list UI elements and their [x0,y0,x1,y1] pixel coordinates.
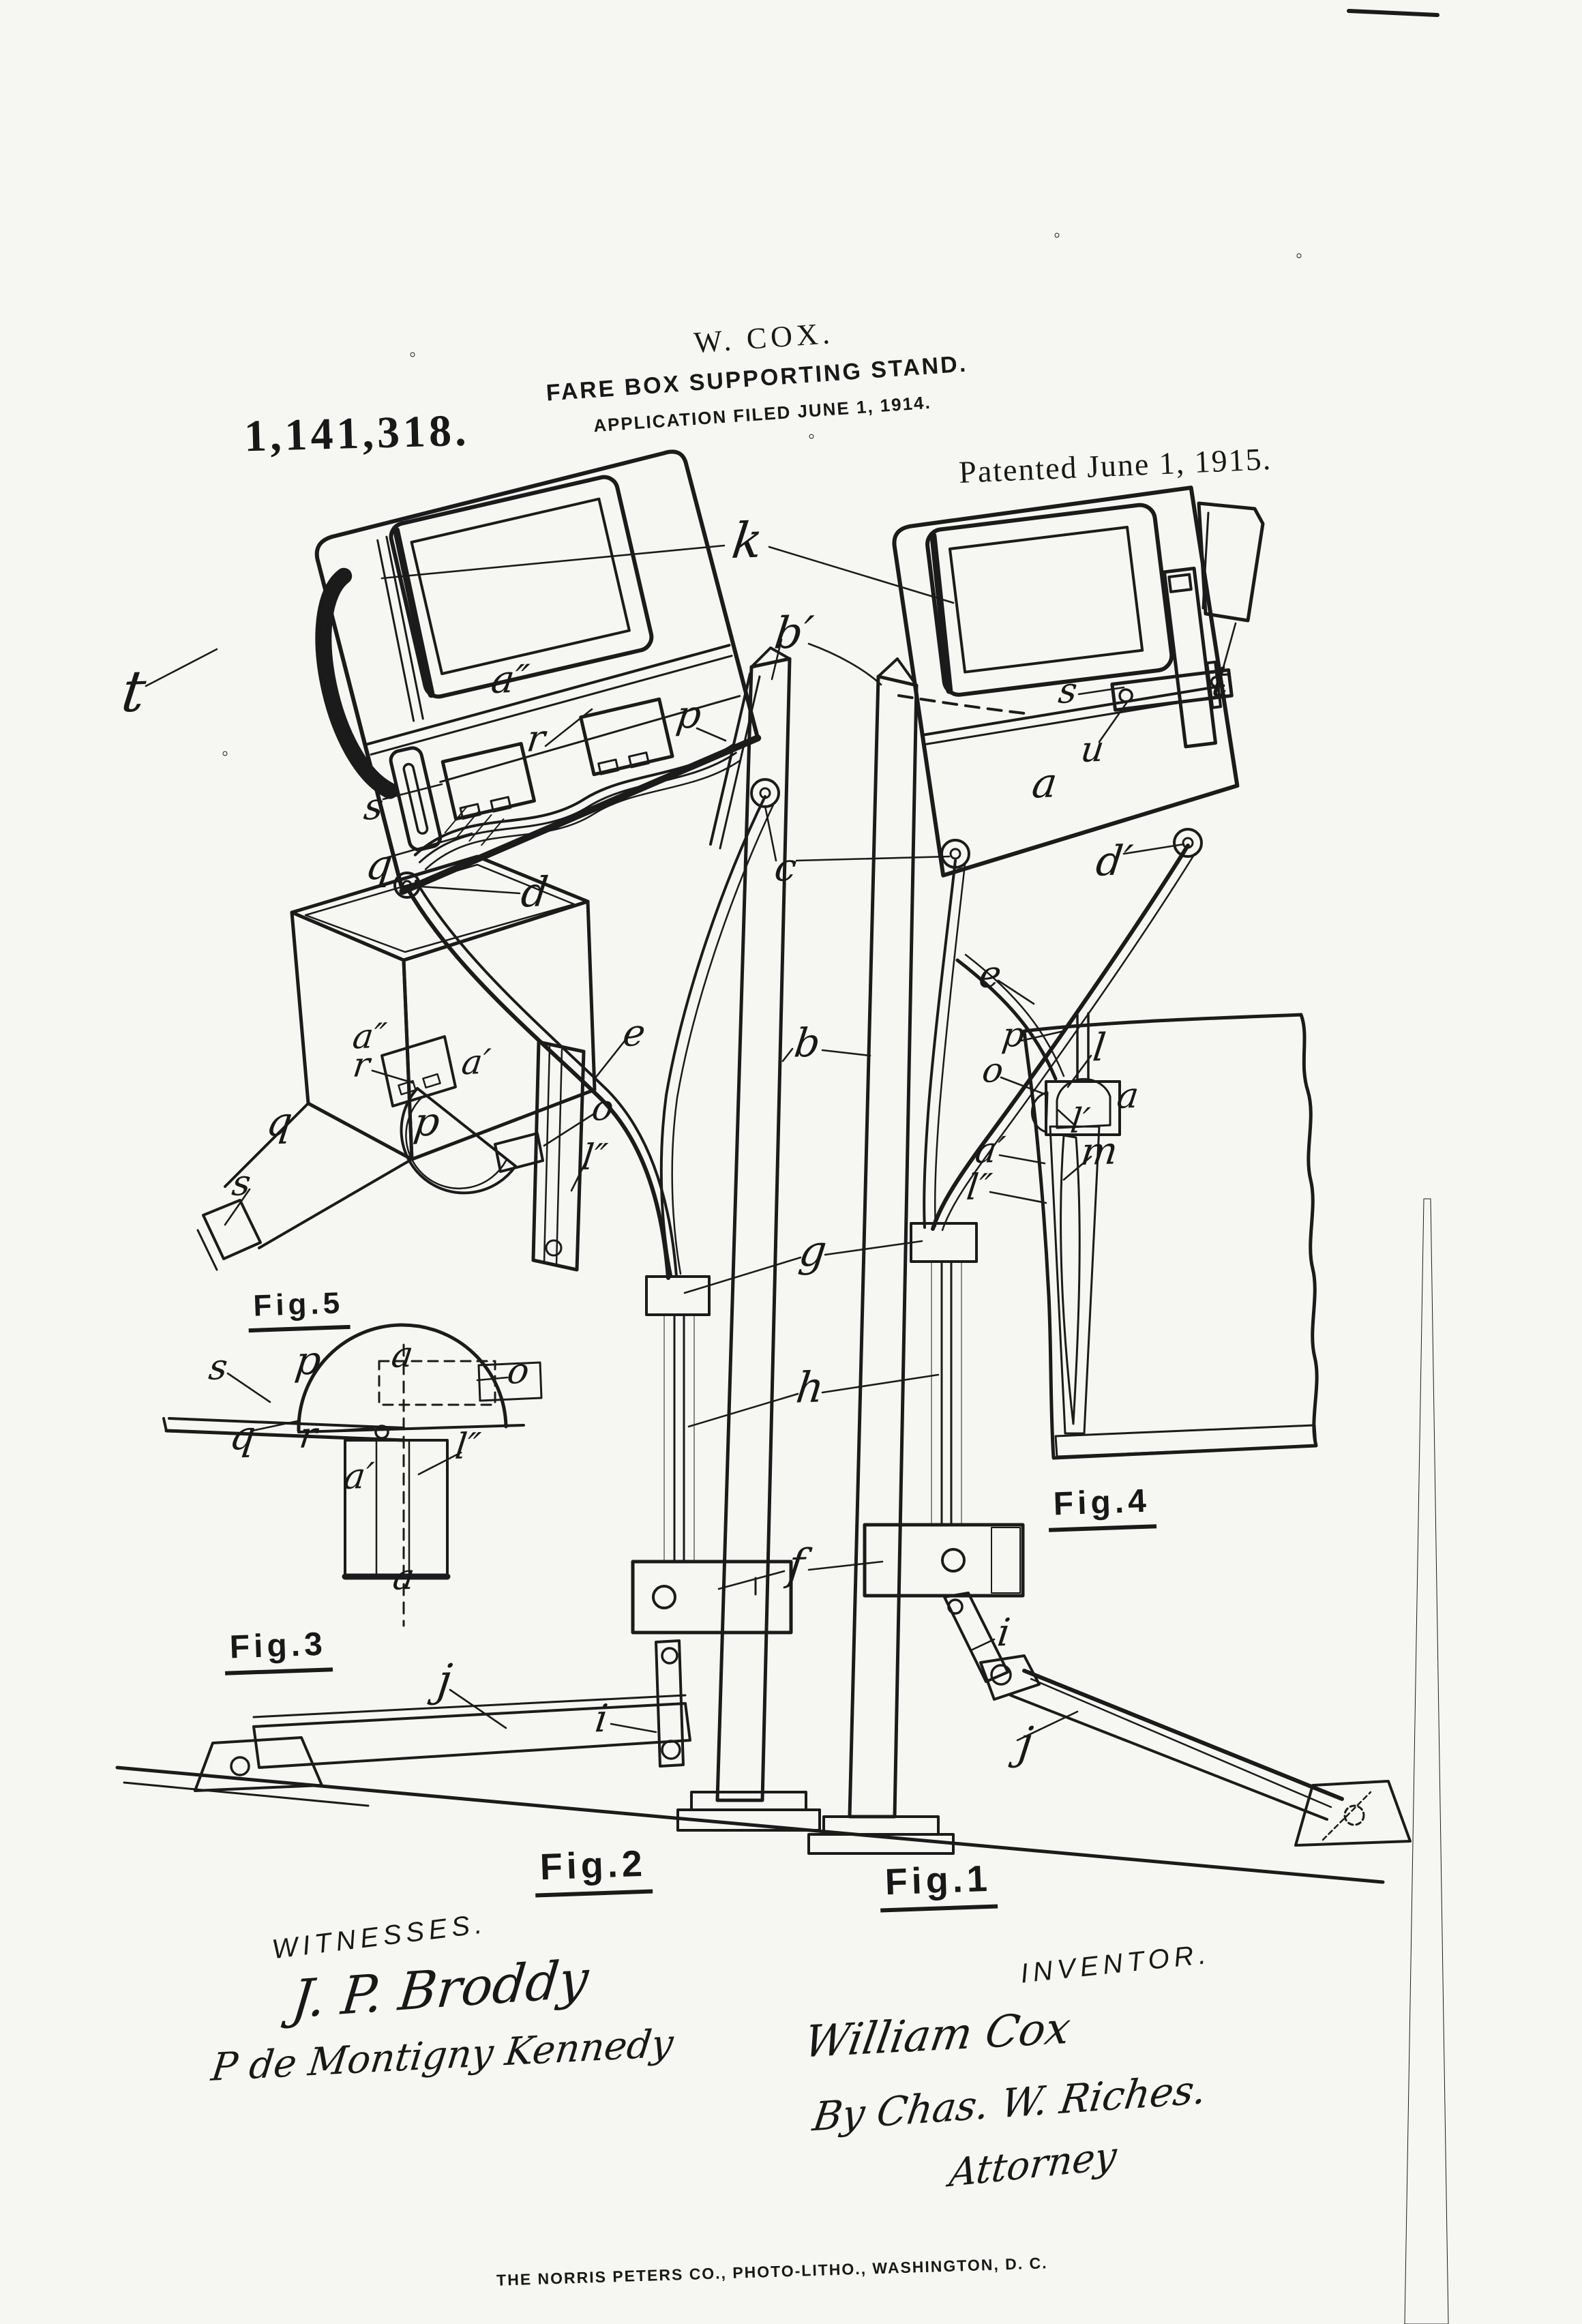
scan-artifacts [222,9,1449,2324]
fig-label-fig-3: Fig.3 [223,1625,333,1675]
figure-5-hopper [196,854,597,1272]
fig-label-fig-4: Fig.4 [1047,1482,1157,1532]
fig-label-fig-2: Fig.2 [533,1842,653,1898]
standard-posts [709,646,1026,1819]
figure-4-section [955,953,1319,1460]
figure-1-farebox [892,486,1240,878]
leader-lines [145,544,1237,1742]
fig-label-fig-1: Fig.1 [878,1857,998,1913]
screw-mechanisms [631,1222,1025,1635]
fig-label-fig-5: Fig.5 [247,1285,350,1333]
base-and-ground [115,1592,1412,1884]
figure-2-farebox [314,449,762,895]
right-flap [1197,501,1265,623]
